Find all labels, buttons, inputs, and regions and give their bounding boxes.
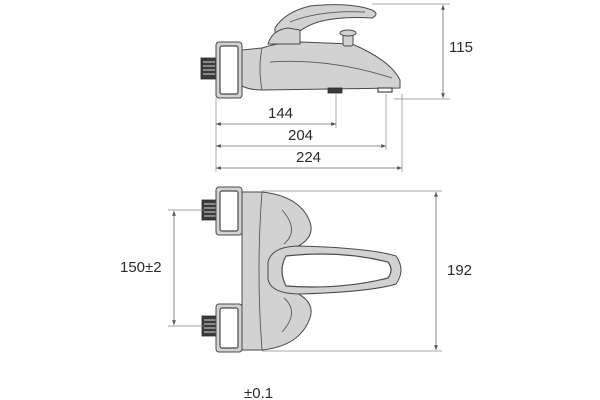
dimension-spout-reach-1: 144	[216, 105, 336, 126]
side-spout-tip	[377, 87, 393, 93]
side-shower-outlet	[327, 87, 343, 94]
dimension-overall-width: 192	[434, 192, 472, 350]
dimension-spout-reach-2-label: 204	[288, 127, 313, 144]
side-view	[200, 4, 401, 99]
dimension-spout-reach-2: 204	[216, 127, 386, 148]
side-body	[241, 41, 401, 91]
dimension-height: 115	[441, 5, 473, 98]
dimension-inlet-centers: 150±2	[120, 211, 176, 325]
dimension-spout-reach-1-label: 144	[268, 105, 293, 122]
dimension-height-label: 115	[449, 39, 473, 56]
side-diverter-knob	[339, 29, 357, 47]
top-view	[201, 186, 402, 353]
top-extension-lines	[168, 190, 442, 352]
side-extension-lines	[215, 3, 450, 172]
side-inlet-thread	[200, 57, 218, 80]
dimension-inlet-centers-label: 150±2	[120, 259, 162, 276]
dimension-overall-width-label: 192	[447, 262, 472, 279]
dimension-overall-length-label: 224	[296, 149, 321, 166]
dimension-overall-length: 224	[216, 149, 402, 170]
tolerance-note: ±0.1	[244, 385, 273, 400]
